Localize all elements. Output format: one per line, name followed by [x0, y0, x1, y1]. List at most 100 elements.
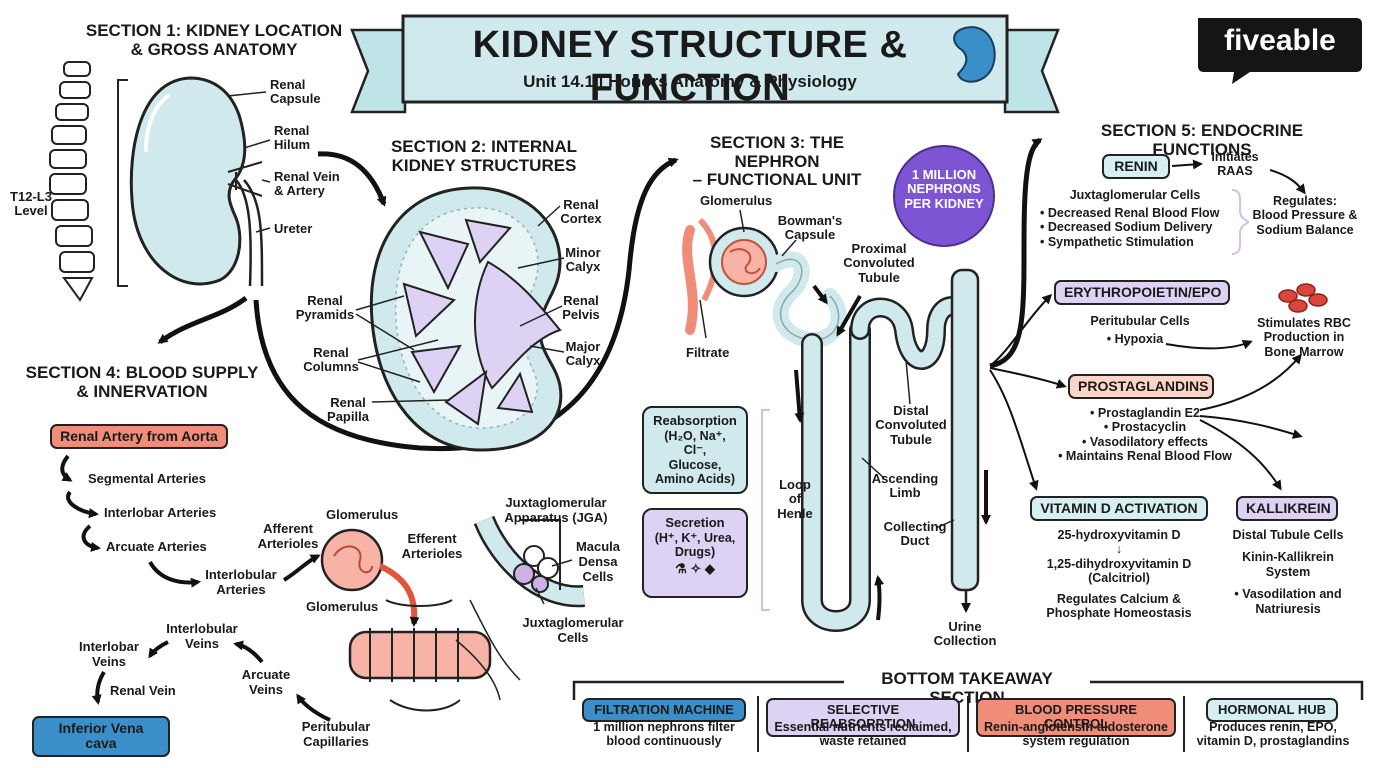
glomerulus-label: Glomerulus — [700, 193, 773, 208]
rbc-text-2: Production in — [1263, 330, 1345, 345]
takeaway-bp-text: Renin-angiotensin-aldosterone system reg… — [976, 720, 1176, 749]
kal-text-4: • Vasodilation and — [1234, 587, 1342, 602]
renal-pelvis-label: Renal Pelvis — [556, 293, 606, 323]
ureter-tube — [235, 179, 264, 287]
section2-title-line2: KIDNEY STRUCTURES — [391, 155, 577, 175]
renal-papilla-text-1: Renal — [330, 395, 366, 410]
kidney-icon — [953, 26, 996, 83]
jg-cells-source: Juxtaglomerular Cells — [1069, 188, 1201, 202]
dct-label: Distal Convoluted Tubule — [872, 403, 950, 447]
loop-of-henle-label: Loop of Henle — [772, 477, 818, 521]
renin-bullet-1: • Decreased Renal Blood Flow — [1040, 206, 1220, 220]
arrow-s1-to-s2 — [317, 151, 387, 207]
renin-bullets: • Decreased Renal Blood Flow • Decreased… — [1040, 206, 1219, 249]
drug-icons: ⚗ ✧ ◆ — [675, 560, 715, 576]
interlobular-text-2: Arteries — [216, 581, 266, 597]
nephron-count-badge — [893, 145, 995, 247]
renal-pyramids-label: Renal Pyramids — [290, 293, 360, 323]
page-title: KIDNEY STRUCTURE & FUNCTION — [472, 24, 908, 109]
ivc-pill: Inferior Vena cava — [32, 716, 170, 757]
renal-vein-text-1: Renal Vein — [274, 169, 340, 184]
rbc-icon — [1278, 283, 1328, 313]
regulates-text-1: Regulates: — [1273, 194, 1337, 208]
section2-title-line1: SECTION 2: INTERNAL — [390, 137, 578, 156]
loop-bracket — [761, 409, 770, 611]
collecting-text-1: Collecting — [883, 519, 947, 534]
pg-bullet-4: • Maintains Renal Blood Flow — [1058, 449, 1232, 464]
renal-pelvis-text-2: Pelvis — [562, 307, 600, 323]
vertebral-level-label: T12-L3 Level — [6, 189, 56, 219]
urine-text-1: Urine — [948, 619, 982, 634]
vitamin-d-pill: VITAMIN D ACTIVATION — [1030, 496, 1208, 522]
vitd-text-4: Regulates Calcium & — [1056, 591, 1182, 606]
prostaglandin-bullets: • Prostaglandin E2 • Prostacyclin • Vaso… — [1050, 406, 1240, 464]
takeaway-filtration-pill: FILTRATION MACHINE — [582, 698, 746, 723]
vitd-arrow: ↓ — [1115, 542, 1123, 557]
pg-bullet-2: • Prostacyclin — [1103, 420, 1187, 435]
urine-text-2: Collection — [933, 633, 997, 649]
renal-pyramids-text-2: Pyramids — [295, 307, 355, 323]
nephron-illustration — [682, 217, 991, 632]
badge-text-2: NEPHRONS — [907, 181, 981, 197]
epo-pill: ERYTHROPOIETIN/EPO — [1054, 280, 1230, 306]
bowmans-capsule-label: Bowman's Capsule — [774, 213, 846, 243]
ascending-limb-label: Ascending Limb — [868, 471, 942, 501]
efferent-text-1: Efferent — [407, 531, 457, 546]
dct-text-1: Distal — [893, 403, 929, 418]
takeaway-hormonal-pill: HORMONAL HUB — [1206, 698, 1338, 723]
vitd-text-2: 1,25-dihydroxyvitamin D — [1046, 556, 1192, 571]
filtration-text-2: blood continuously — [606, 734, 722, 749]
secr-text-1: Secretion — [665, 515, 725, 530]
macula-text-2: Densa — [578, 553, 618, 569]
takeaway-dividers — [757, 696, 1185, 752]
minor-calyx-label: Minor Calyx — [558, 245, 608, 275]
reabs-text-2: (H₂O, Na⁺, Cl⁻, — [664, 428, 726, 458]
macula-text-1: Macula — [575, 539, 621, 554]
reabs-text-3: Glucose, — [668, 457, 722, 472]
endocrine-branches — [989, 159, 1306, 491]
kallikrein-details: Distal Tubule Cells Kinin-Kallikrein Sys… — [1226, 528, 1350, 616]
renal-vein-label: Renal Vein — [110, 683, 176, 698]
renal-vein-artery-label: Renal Vein & Artery — [274, 169, 340, 199]
ascending-text-1: Ascending — [871, 471, 939, 486]
reabsorption-text-2: waste retained — [819, 734, 907, 749]
major-calyx-text-2: Calyx — [565, 353, 601, 369]
arrow-s3-to-s5 — [989, 137, 1043, 369]
efferent-text-2: Arterioles — [401, 545, 463, 561]
section3-title: SECTION 3: THE NEPHRON – FUNCTIONAL UNIT — [672, 133, 882, 190]
bp-text-2: system regulation — [1022, 734, 1130, 749]
collecting-duct-label: Collecting Duct — [876, 519, 954, 549]
jga-text-2: Apparatus (JGA) — [504, 509, 608, 525]
regulates-label: Regulates: Blood Pressure & Sodium Balan… — [1250, 194, 1360, 237]
arcuate-veins-text-2: Veins — [249, 681, 283, 697]
major-calyx-text-1: Major — [565, 339, 601, 354]
rbc-text-1: Stimulates RBC — [1257, 316, 1351, 330]
renin-bullet-2: • Decreased Sodium Delivery — [1040, 220, 1213, 235]
section2-pointer-lines — [355, 205, 565, 403]
brand-wordmark[interactable]: fiveable — [1224, 24, 1336, 57]
filtration-text-1: 1 million nephrons filter — [593, 720, 735, 734]
renal-cortex-text-2: Cortex — [560, 211, 602, 227]
section4-title: SECTION 4: BLOOD SUPPLY & INNERVATION — [22, 363, 262, 401]
renal-papilla-text-2: Papilla — [327, 409, 369, 425]
section5-title: SECTION 5: ENDOCRINE FUNCTIONS — [1100, 121, 1304, 159]
epo-bullet: • Hypoxia — [1106, 332, 1164, 346]
takeaway-reabsorption-pill: SELECTIVE REABSORPTION — [766, 698, 960, 737]
hilum-vessels — [227, 161, 263, 197]
renal-artery-pill: Renal Artery from Aorta — [50, 424, 228, 450]
reabsorption-box: Reabsorption (H₂O, Na⁺, Cl⁻, Glucose, Am… — [642, 406, 748, 494]
renal-hilum-label: Renal Hilum — [274, 123, 311, 153]
renal-cortex-text-1: Renal — [563, 197, 599, 212]
reabsorption-text-1: Essential nutrients reclaimed, — [774, 720, 952, 734]
kal-text-1: Distal Tubule Cells — [1232, 528, 1344, 542]
renal-columns-text-1: Renal — [313, 345, 349, 360]
section1-title: SECTION 1: KIDNEY LOCATION & GROSS ANATO… — [84, 21, 344, 59]
renal-hilum-text-2: Hilum — [274, 137, 311, 153]
minor-calyx-text-2: Calyx — [565, 259, 601, 275]
loop-text-2: of — [788, 491, 802, 507]
peritubular-text-1: Peritubular — [301, 719, 371, 734]
prostaglandins-pill: PROSTAGLANDINS — [1068, 374, 1214, 400]
rbc-production-label: Stimulates RBC Production in Bone Marrow — [1252, 316, 1356, 359]
vitamin-d-details: 25-hydroxyvitamin D ↓ 1,25-dihydroxyvita… — [1030, 528, 1208, 620]
